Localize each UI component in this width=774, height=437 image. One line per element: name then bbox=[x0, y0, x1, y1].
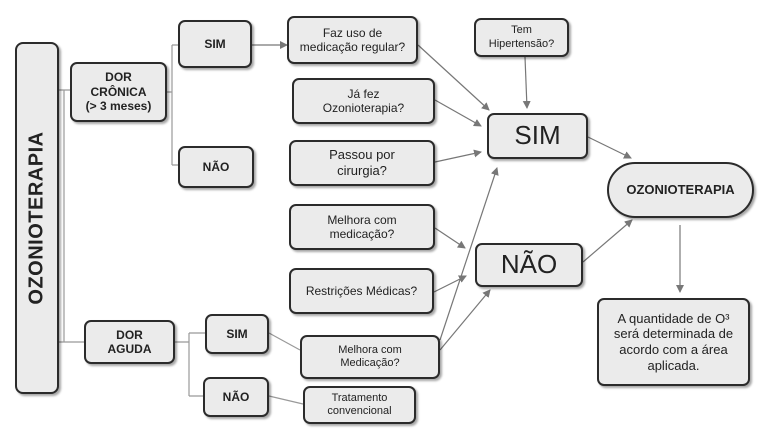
cronica-sim-node: SIM bbox=[178, 20, 252, 68]
aguda-sim-link bbox=[268, 332, 301, 351]
question-cirurgia: Passou por cirurgia? bbox=[289, 140, 435, 186]
arrow-restricoes-to-nao bbox=[433, 275, 467, 293]
arrow-q1-to-sim bbox=[417, 44, 490, 111]
question-hipertensao: Tem Hipertensão? bbox=[474, 18, 569, 57]
cronica-bracket bbox=[167, 44, 178, 166]
arrow-hip-to-sim bbox=[522, 56, 531, 109]
arrow-cirurgia-to-sim bbox=[434, 149, 482, 163]
aguda-bracket bbox=[175, 332, 205, 397]
root-ozonioterapia: OZONIOTERAPIA bbox=[15, 42, 59, 394]
arrow-nao-to-ozonio bbox=[582, 219, 633, 263]
question-ja-fez-ozonioterapia: Já fez Ozonioterapia? bbox=[292, 78, 435, 124]
ozonioterapia-outcome-node: OZONIOTERAPIA bbox=[607, 162, 754, 218]
dor-aguda-node: DOR AGUDA bbox=[84, 320, 175, 364]
result-sim-node: SIM bbox=[487, 113, 588, 159]
aguda-nao-link bbox=[268, 395, 304, 405]
cronica-nao-node: NÃO bbox=[178, 146, 254, 188]
root-label: OZONIOTERAPIA bbox=[25, 131, 48, 305]
question-medicacao-regular: Faz uso de medicação regular? bbox=[287, 16, 418, 64]
arrow-jafez-to-sim bbox=[434, 99, 482, 127]
question-restricoes-medicas: Restrições Médicas? bbox=[289, 268, 434, 314]
root-bracket bbox=[59, 89, 84, 343]
result-nao-node: NÃO bbox=[475, 243, 583, 287]
arrow-aguda-q-to-nao bbox=[439, 289, 491, 351]
arrow-melhora-to-nao bbox=[434, 227, 466, 249]
dor-cronica-node: DOR CRÔNICA (> 3 meses) bbox=[70, 62, 167, 122]
question-melhora-medicacao-aguda: Melhora com Medicação? bbox=[300, 335, 440, 379]
arrow-sim-to-ozonio bbox=[587, 136, 632, 159]
nota-quantidade-o3: A quantidade de O³ será determinada de a… bbox=[597, 298, 750, 386]
question-melhora-medicacao: Melhora com medicação? bbox=[289, 204, 435, 250]
aguda-sim-node: SIM bbox=[205, 314, 269, 354]
tratamento-convencional-node: Tratamento convencional bbox=[303, 386, 416, 424]
arrow-aguda-q-to-sim bbox=[439, 167, 499, 341]
aguda-nao-node: NÃO bbox=[203, 377, 269, 417]
